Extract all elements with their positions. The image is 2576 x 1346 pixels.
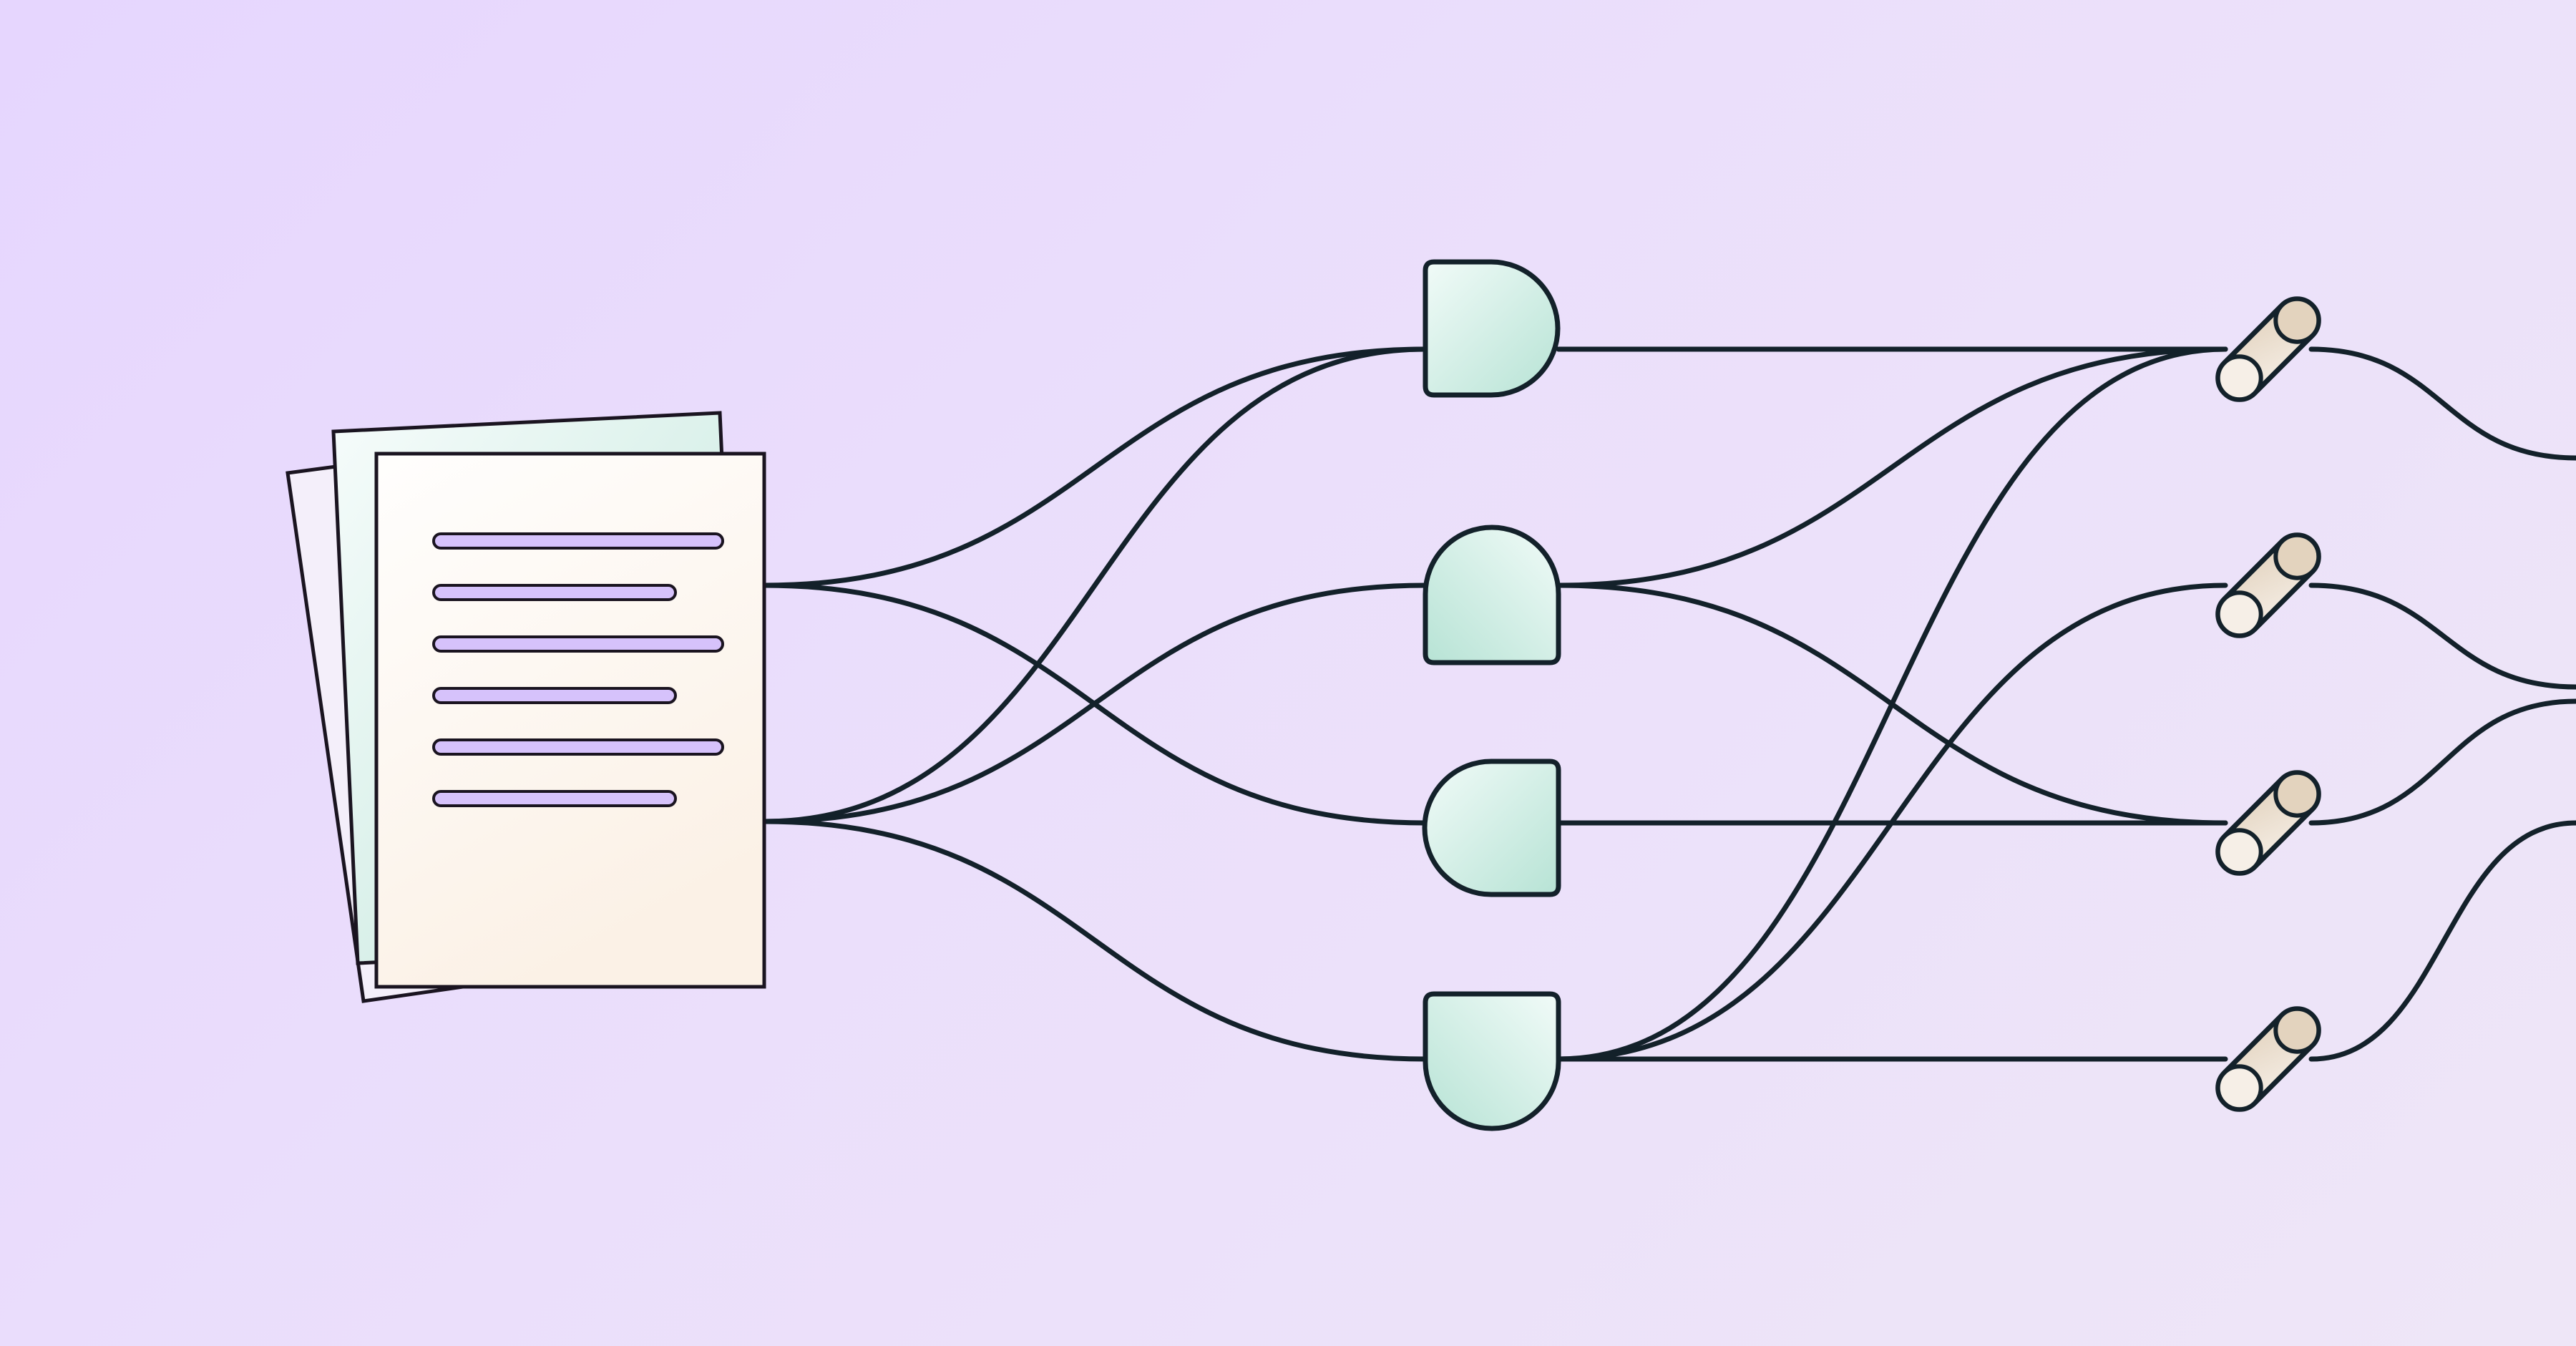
node-4: [1423, 991, 1561, 1131]
pill-icon: [2215, 770, 2321, 876]
connector-curve: [2308, 582, 2576, 690]
processing-nodes: [1422, 259, 1561, 1131]
document-text-line: [432, 687, 677, 704]
node-1: [1423, 259, 1561, 398]
connector-curve: [761, 819, 1428, 1062]
document-text-line: [432, 738, 724, 756]
document-text-line: [432, 635, 724, 653]
connector-curve: [2308, 820, 2576, 1062]
connector-curve: [761, 346, 1428, 824]
connector-lines: [761, 346, 2576, 1062]
pill-icon: [2215, 532, 2321, 638]
document-text-line: [432, 584, 677, 601]
pill-icon: [2215, 296, 2321, 402]
connector-curve: [2308, 698, 2576, 826]
connector-curve: [1556, 346, 2228, 588]
connector-curve: [761, 346, 1428, 588]
document-stack-icon: [286, 411, 766, 1003]
document-text-line: [432, 790, 677, 807]
connector-curve: [1556, 346, 2228, 1062]
pill-icon: [2215, 1006, 2321, 1112]
connector-curve: [761, 582, 1428, 824]
document-text-line: [432, 532, 724, 550]
node-3: [1422, 759, 1561, 897]
node-2: [1423, 525, 1561, 665]
output-pills: [2215, 296, 2321, 1112]
connector-curve: [2308, 346, 2576, 461]
document-text-lines: [432, 532, 724, 807]
